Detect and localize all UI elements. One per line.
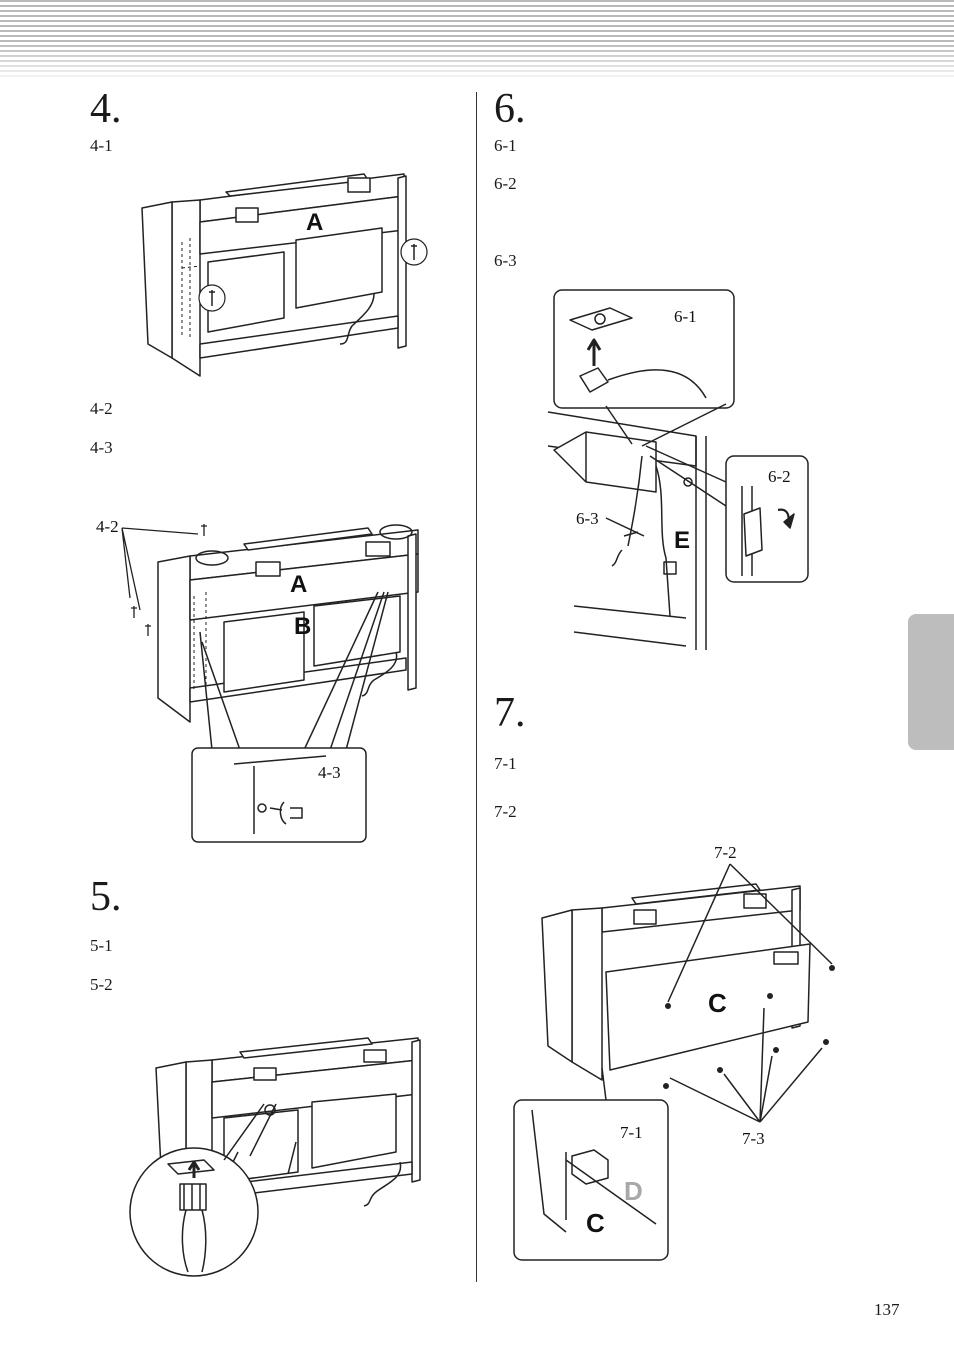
step-4-number: 4. [90, 86, 122, 132]
figure-6-label-62: 6-2 [768, 467, 791, 486]
figure-7-label-73: 7-3 [742, 1129, 765, 1148]
page-number: 137 [874, 1300, 900, 1319]
step-6-number: 6. [494, 86, 526, 132]
figure-4-2: 4-2 A B 4-3 [96, 517, 419, 843]
step-7-number: 7. [494, 690, 526, 736]
column-divider [476, 92, 477, 1282]
figure-4-1-label-a: A [306, 209, 323, 236]
substep-6-2: 6-2 [494, 174, 517, 193]
figure-4-2-label-43: 4-3 [318, 763, 341, 782]
figure-6-label-61: 6-1 [674, 307, 697, 326]
substep-4-2: 4-2 [90, 399, 113, 418]
substep-5-1: 5-1 [90, 936, 113, 955]
section-tab [908, 614, 954, 750]
substep-6-1: 6-1 [494, 136, 517, 155]
figure-7: 7-2 C 7-3 7-1 D C [513, 843, 835, 1261]
figure-7-label-c: C [708, 988, 727, 1018]
figure-7-label-72: 7-2 [714, 843, 737, 862]
substep-7-1: 7-1 [494, 754, 517, 773]
figure-4-2-label-a: A [290, 571, 307, 598]
figure-4-2-label-b: B [294, 613, 311, 640]
header-fade [0, 0, 954, 78]
substep-4-1: 4-1 [90, 136, 113, 155]
figure-5 [129, 1037, 421, 1277]
substep-4-3: 4-3 [90, 438, 113, 457]
step-5-number: 5. [90, 874, 122, 920]
substep-6-3: 6-3 [494, 251, 517, 270]
figure-7-label-d: D [624, 1176, 643, 1206]
figure-6: 6-1 6-2 6-3 E [547, 289, 809, 650]
figure-6-label-e: E [674, 527, 690, 554]
figure-7-inset-label-c: C [586, 1208, 605, 1238]
figure-4-2-label-42: 4-2 [96, 517, 119, 536]
figure-4-1: A [141, 173, 428, 377]
figure-6-label-63: 6-3 [576, 509, 599, 528]
figure-7-label-71: 7-1 [620, 1123, 643, 1142]
substep-5-2: 5-2 [90, 975, 113, 994]
substep-7-2: 7-2 [494, 802, 517, 821]
